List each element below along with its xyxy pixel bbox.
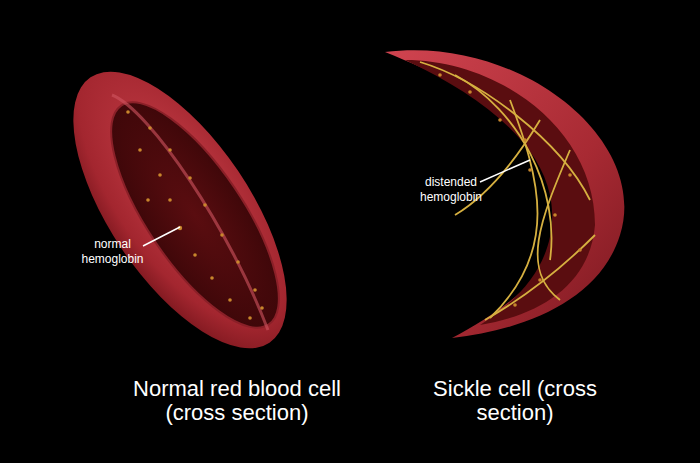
hemoglobin-dots xyxy=(126,110,264,320)
cell-rim-highlight xyxy=(112,95,268,330)
leader-line xyxy=(480,160,530,182)
cell-outer xyxy=(32,38,327,382)
callout-label: normal hemoglobin xyxy=(70,237,155,267)
callout-label: distended hemoglobin xyxy=(410,175,492,205)
sickle-outer xyxy=(385,50,624,338)
leader-line xyxy=(143,227,180,246)
sickle-inner xyxy=(405,60,595,325)
caption-label: Sickle cell (cross section) xyxy=(430,377,600,425)
sickle-cell xyxy=(385,50,624,338)
cell-inner xyxy=(81,79,308,352)
caption-label: Normal red blood cell (cross section) xyxy=(112,377,362,425)
normal-cell xyxy=(32,38,327,382)
